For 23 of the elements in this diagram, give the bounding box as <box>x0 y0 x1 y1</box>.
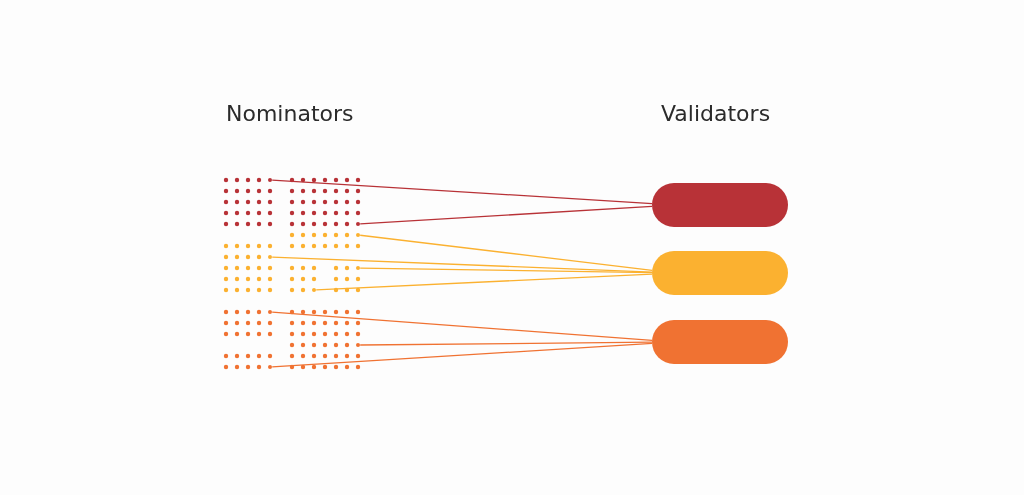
pill-shape <box>652 320 788 364</box>
column-heading: Validators <box>661 103 771 125</box>
dot <box>355 342 361 348</box>
connector-line <box>359 234 653 271</box>
dot <box>355 232 361 238</box>
column-heading: Nominators <box>226 103 354 125</box>
dot <box>267 309 273 315</box>
connector-line <box>359 341 653 346</box>
pill-shape <box>652 183 788 227</box>
connector-line <box>271 256 653 273</box>
dot <box>355 221 361 227</box>
dot <box>311 287 317 293</box>
dot <box>267 177 273 183</box>
connector-line <box>359 267 653 274</box>
connector-line <box>271 179 653 205</box>
connector-line <box>271 342 653 368</box>
pill-shape <box>652 251 788 295</box>
connector-line <box>315 273 653 291</box>
dot <box>267 254 273 260</box>
connector-line <box>271 311 653 341</box>
dot <box>355 265 361 271</box>
dot <box>267 364 273 370</box>
connector-line <box>359 205 653 225</box>
